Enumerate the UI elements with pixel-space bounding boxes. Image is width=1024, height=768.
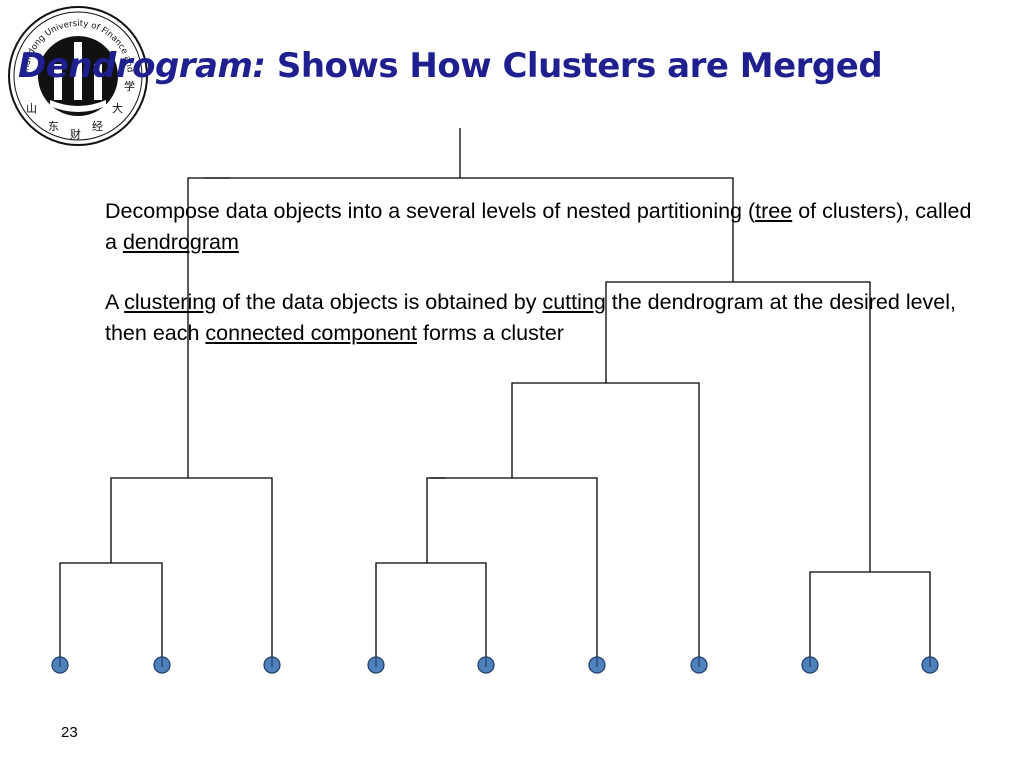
svg-text:经: 经 xyxy=(92,120,103,133)
paragraph-clustering: A clustering of the data objects is obta… xyxy=(105,287,985,349)
term-clustering: clustering xyxy=(124,290,217,314)
term-connected-component: connected component xyxy=(205,321,417,345)
dendrogram-link-top xyxy=(187,177,734,478)
dendrogram-link-left-low xyxy=(59,562,163,665)
slide-title: Dendrogram: Shows How Clusters are Merge… xyxy=(18,46,883,86)
page-number: 23 xyxy=(61,724,78,741)
svg-text:大: 大 xyxy=(112,101,123,115)
dendrogram-link-middle-low xyxy=(375,562,487,665)
svg-text:东: 东 xyxy=(48,120,59,133)
dendrogram-link-right-upper xyxy=(605,281,871,572)
slide-title-italic: Dendrogram: xyxy=(18,46,266,86)
svg-text:山: 山 xyxy=(26,102,37,115)
text-run: of the data objects is obtained by xyxy=(216,290,543,314)
text-run: A xyxy=(105,290,125,314)
term-dendrogram: dendrogram xyxy=(122,230,239,254)
svg-text:学: 学 xyxy=(124,79,135,93)
dendrogram-link-left-mid xyxy=(110,477,273,665)
text-run: the dendrogram at the desired level, the… xyxy=(105,290,957,345)
slide-body: Decompose data objects into a several le… xyxy=(105,196,985,378)
svg-text:财: 财 xyxy=(70,127,81,141)
text-run: forms a cluster xyxy=(417,321,564,345)
university-seal-logo: Shandong University of Finance and Econo… xyxy=(6,4,148,146)
dendrogram-link-middle-mid xyxy=(426,477,598,665)
term-cutting: cutting xyxy=(542,290,606,314)
slide-title-rest: Shows How Clusters are Merged xyxy=(265,46,883,86)
paragraph-decompose: Decompose data objects into a several le… xyxy=(105,196,985,258)
text-run: Decompose data objects into a several le… xyxy=(105,199,756,223)
term-tree: tree xyxy=(755,199,793,223)
dendrogram-link-right-middle xyxy=(511,382,700,665)
text-run: of clusters), called a xyxy=(105,199,972,254)
dendrogram-link-right-low xyxy=(809,571,931,665)
